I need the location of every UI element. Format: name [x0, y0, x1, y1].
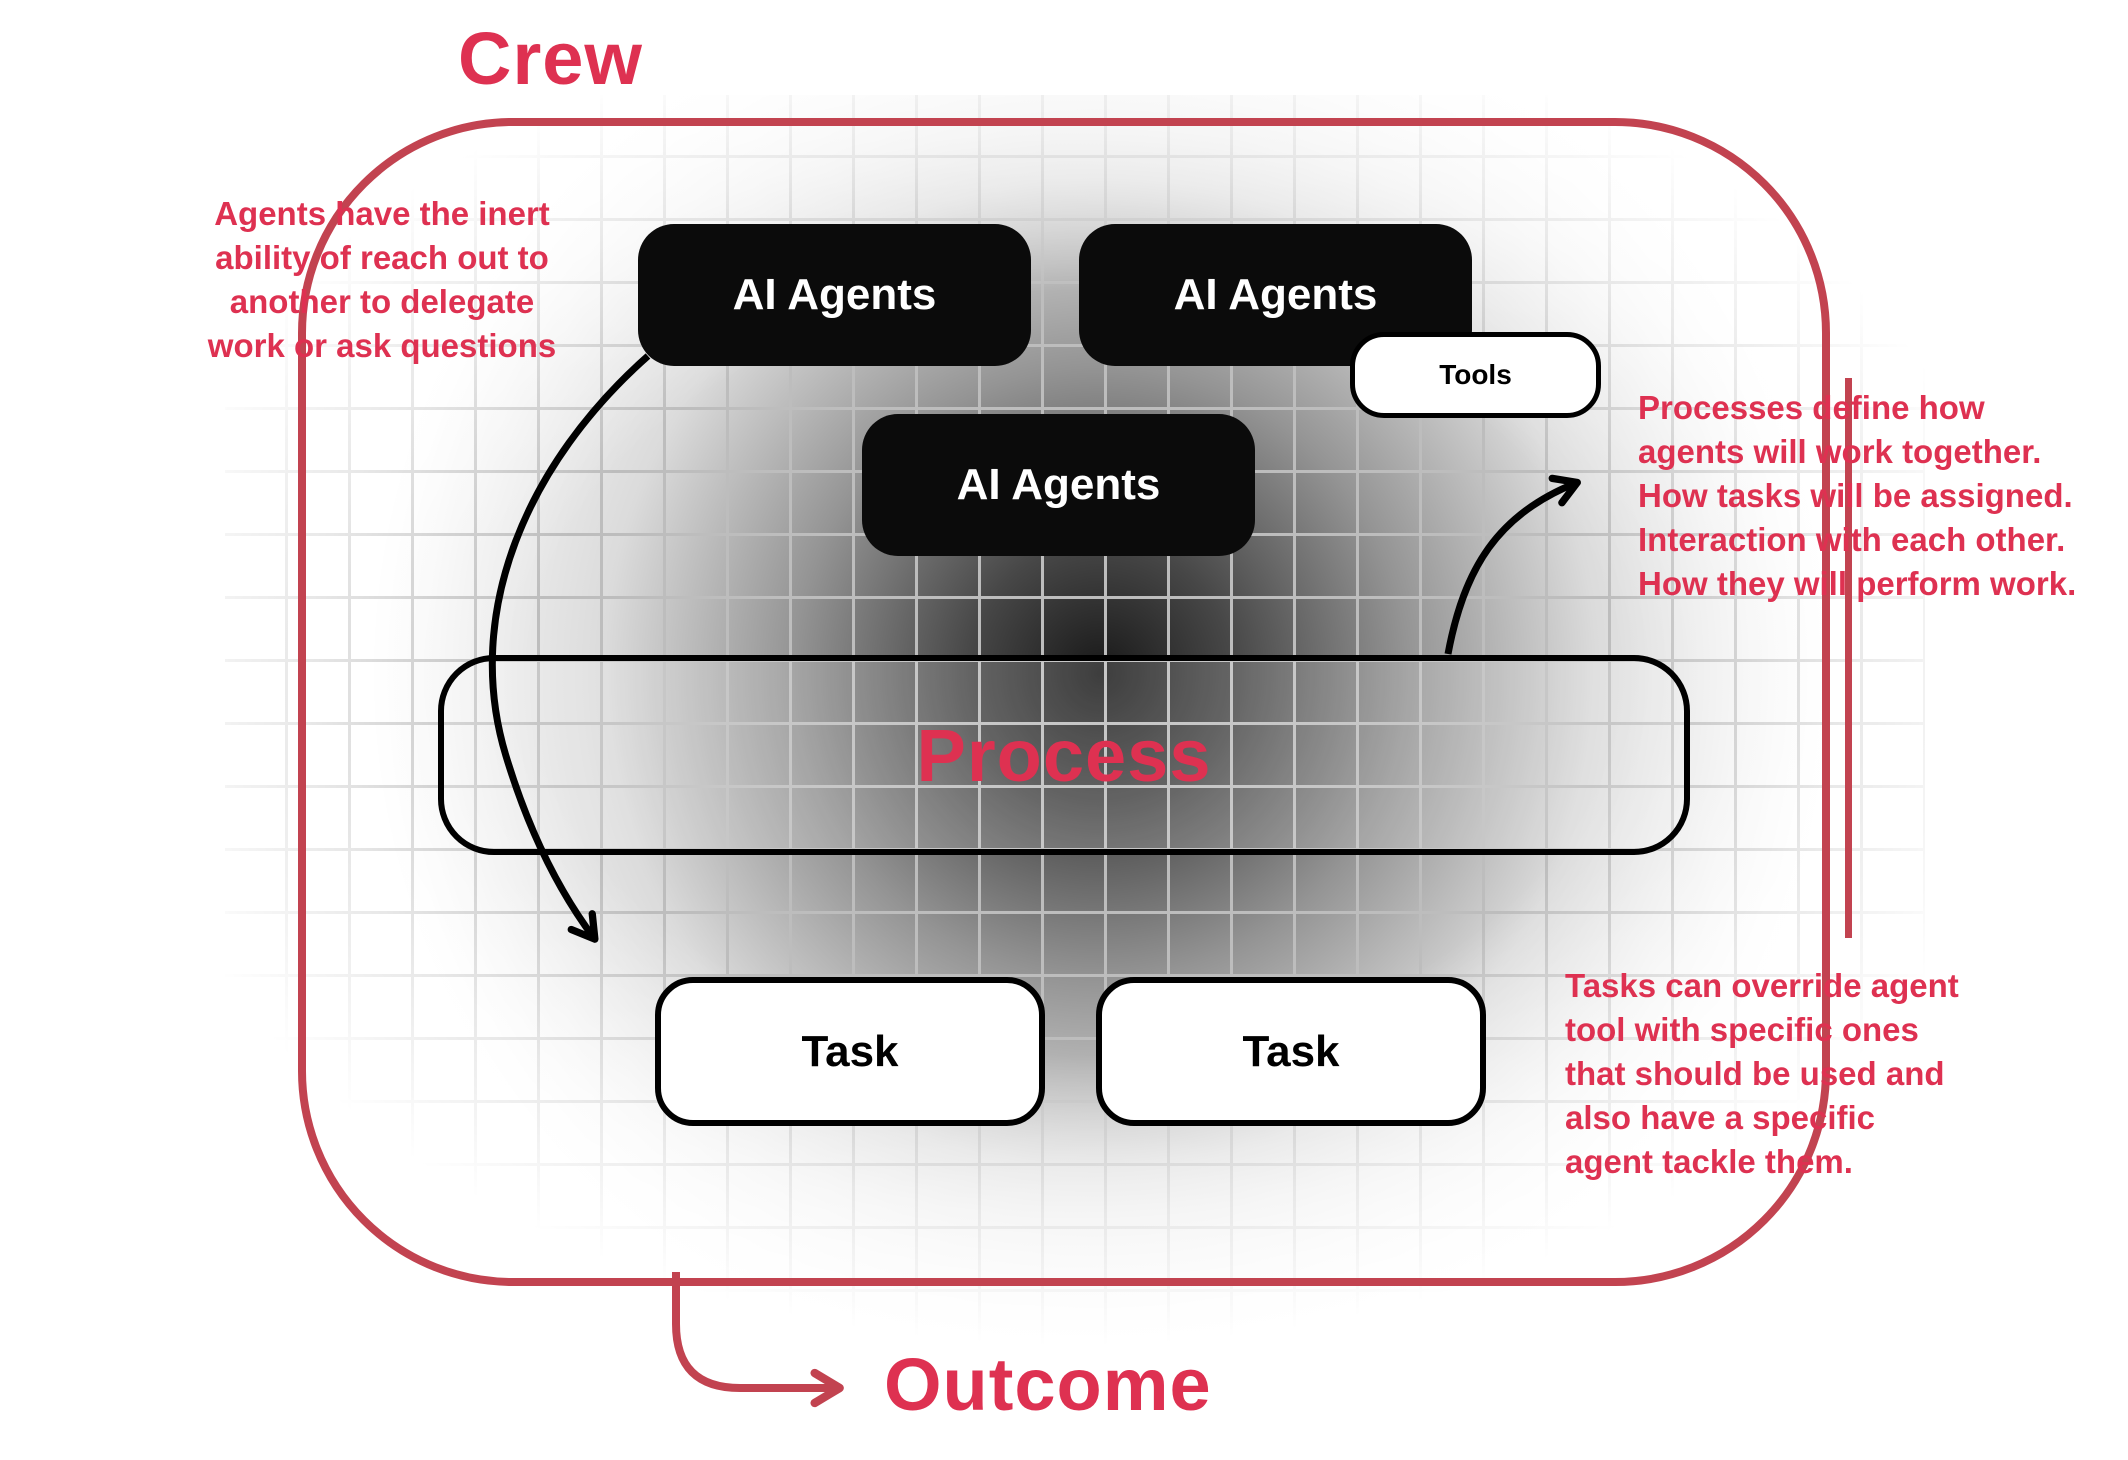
process-annotation-line: Interaction with each other. — [1638, 521, 2066, 558]
process-box: Process — [438, 655, 1690, 855]
process-annotation-line: How they will perform work. — [1638, 565, 2077, 602]
task-box-1: Task — [655, 977, 1045, 1126]
tasks-annotation-line: also have a specific — [1565, 1099, 1876, 1136]
tasks-annotation-line: Tasks can override agent — [1565, 967, 1959, 1004]
ai-agents-box-1: AI Agents — [638, 224, 1031, 366]
crew-boundary — [298, 118, 1830, 1286]
process-annotation-line: Processes define how — [1638, 389, 1985, 426]
process-annotation: Processes define how agents will work to… — [1638, 386, 2118, 606]
ai-agents-box-2: AI Agents — [1079, 224, 1472, 366]
tools-box: Tools — [1350, 332, 1601, 418]
left-annotation-line: another to delegate — [229, 283, 535, 320]
left-annotation-line: work or ask questions — [207, 327, 557, 364]
tasks-annotation-line: that should be used and — [1565, 1055, 1945, 1092]
left-annotation: Agents have the inert ability of reach o… — [172, 192, 592, 368]
tasks-annotation-line: agent tackle them. — [1565, 1143, 1853, 1180]
tasks-annotation-line: tool with specific ones — [1565, 1011, 1919, 1048]
left-annotation-line: Agents have the inert — [214, 195, 550, 232]
process-annotation-line: How tasks will be assigned. — [1638, 477, 2073, 514]
task-box-2: Task — [1096, 977, 1486, 1126]
tasks-annotation: Tasks can override agent tool with speci… — [1565, 964, 2045, 1184]
outcome-title: Outcome — [884, 1343, 1212, 1426]
crew-title: Crew — [458, 17, 643, 100]
ai-agents-box-3: AI Agents — [862, 414, 1255, 556]
right-annotation-bracket — [1845, 378, 1852, 938]
process-annotation-line: agents will work together. — [1638, 433, 2042, 470]
left-annotation-line: ability of reach out to — [215, 239, 549, 276]
